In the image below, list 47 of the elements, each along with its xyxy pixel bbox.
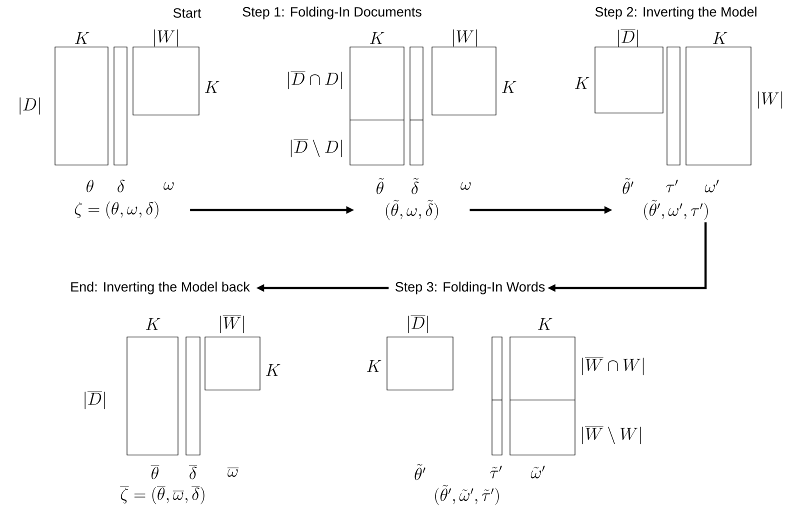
parameter-symbol: $\overline{\delta}$: [188, 466, 198, 480]
matrix-dimension-label: $K$: [538, 318, 552, 330]
matrix-dimension-label: $|W|$: [154, 29, 178, 47]
matrix-dimension-label: $K$: [366, 360, 382, 372]
matrix-dimension-label: $K$: [75, 32, 90, 44]
matrix-dimension-label: $K$: [146, 318, 160, 330]
matrix-dimension-label: $|\overline{D}|$: [618, 30, 638, 48]
parameter-symbol: $\tilde{\omega}'$: [530, 466, 545, 478]
parameter-symbol: $\tilde{\theta}'$: [414, 464, 426, 480]
parameter-symbol: $\theta$: [86, 180, 94, 192]
parameter-symbol: $\overline{\omega}$: [227, 468, 239, 477]
parameter-symbol: $\delta$: [118, 180, 125, 192]
matrix-dimension-label: $|\overline{D}|$: [84, 392, 105, 410]
matrix-dimension-label: $|D|$: [20, 97, 40, 115]
matrix-dimension-label: $K$: [502, 81, 516, 93]
step-title: End: Inverting the Model back: [71, 282, 250, 294]
matrix-dimension-label: $|\overline{D}|$: [408, 316, 428, 334]
parameter-symbol: $\omega'$: [704, 180, 719, 192]
matrix-dimension-label: $K$: [712, 32, 728, 44]
parameter-symbol: $\tilde{\delta}$: [412, 178, 419, 194]
parameter-symbol: $\tilde{\tau}'$: [490, 466, 502, 478]
tuple-formula: $(\tilde{\theta}', \tilde{\omega}', \tilde{\tau}')$: [435, 484, 499, 506]
matrix-dimension-label: $K$: [266, 364, 280, 376]
tuple-formula: $(\tilde{\theta}', \omega', \tau')$: [644, 200, 708, 220]
parameter-symbol: $\tilde{\theta}$: [376, 178, 384, 194]
matrix-dimension-label: $|\overline{W}\cap W|$: [582, 358, 644, 376]
matrix-dimension-label: $K$: [574, 77, 590, 89]
matrix-dimension-label: $|W|$: [758, 91, 782, 109]
parameter-symbol: $\overline{\theta}$: [150, 466, 160, 480]
step-title: Step 3: Folding-In Words: [395, 282, 545, 294]
tuple-formula: $\overline{\zeta} = (\overline{\theta}, \overline{\omega}, \overline{\delta})$: [120, 486, 204, 504]
step-title: Start: [173, 8, 202, 18]
step-title: Step 1: Folding-In Documents: [242, 6, 422, 20]
parameter-symbol: $\omega$: [460, 182, 471, 190]
matrix-dimension-label: $|W|$: [453, 29, 477, 47]
matrix-dimension-label: $|\overline{D}\setminus D|$: [290, 140, 342, 158]
tuple-formula: $(\tilde{\theta}, \omega, \tilde{\delta})$: [386, 200, 438, 220]
tuple-formula: $\zeta = (\theta, \omega, \delta)$: [74, 201, 158, 219]
matrix-dimension-label: $|\overline{W}|$: [220, 316, 244, 334]
parameter-symbol: $\tau'$: [666, 180, 678, 192]
matrix-dimension-label: $K$: [205, 81, 220, 93]
step-title: Step 2: Inverting the Model: [595, 6, 756, 20]
matrix-dimension-label: $K$: [370, 32, 384, 44]
parameter-symbol: $\tilde{\theta}'$: [622, 178, 634, 194]
parameter-symbol: $\omega$: [164, 182, 174, 190]
matrix-dimension-label: $|\overline{D}\cap D|$: [288, 72, 342, 90]
matrix-dimension-label: $|\overline{W}\setminus W|$: [582, 426, 641, 444]
